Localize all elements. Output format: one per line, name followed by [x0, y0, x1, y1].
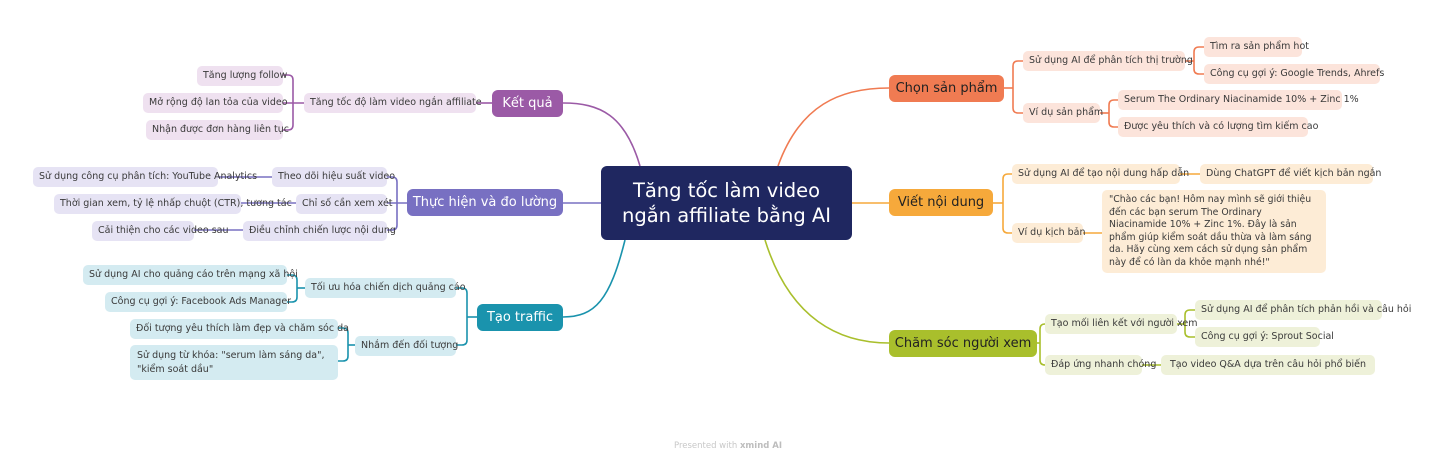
- leaf-topic-script[interactable]: "Chào các bạn! Hôm nay mình sẽ giới thiệ…: [1102, 190, 1326, 273]
- subtopic[interactable]: Theo dõi hiệu suất video: [272, 167, 395, 187]
- subtopic[interactable]: Ví dụ sản phẩm: [1023, 103, 1103, 123]
- leaf-topic[interactable]: Nhận được đơn hàng liên tục: [146, 120, 289, 140]
- subtopic[interactable]: Tạo mối liên kết với người xem: [1045, 314, 1198, 334]
- connector: [562, 102, 641, 167]
- topic-thuc-hien[interactable]: Thực hiện và đo lường: [407, 189, 563, 216]
- connector: [764, 239, 890, 344]
- leaf-topic[interactable]: Tìm ra sản phẩm hot: [1204, 37, 1309, 57]
- subtopic[interactable]: Chỉ số cần xem xét: [296, 194, 393, 214]
- subtopic[interactable]: Sử dụng AI để phân tích thị trường: [1023, 51, 1193, 71]
- leaf-topic[interactable]: Tăng lượng follow: [197, 66, 287, 86]
- footer: Presented with xmind AI: [0, 441, 1456, 451]
- leaf-topic[interactable]: Sử dụng từ khóa: "serum làm sáng da", "k…: [130, 345, 338, 380]
- leaf-topic[interactable]: Sử dụng AI để phân tích phản hồi và câu …: [1195, 300, 1411, 320]
- connector: [777, 87, 890, 167]
- connector: [562, 239, 626, 318]
- leaf-topic[interactable]: Công cụ gợi ý: Google Trends, Ahrefs: [1204, 64, 1384, 84]
- leaf-topic[interactable]: Serum The Ordinary Niacinamide 10% + Zin…: [1118, 90, 1359, 110]
- leaf-topic[interactable]: Dùng ChatGPT để viết kịch bản ngắn: [1200, 164, 1381, 184]
- subtopic[interactable]: Sử dụng AI để tạo nội dung hấp dẫn: [1012, 164, 1189, 184]
- footer-prefix: Presented with: [673, 441, 738, 451]
- subtopic[interactable]: Điều chỉnh chiến lược nội dung: [243, 221, 396, 241]
- topic-chon-san-pham[interactable]: Chọn sản phẩm: [889, 75, 1004, 102]
- topic-viet-noi-dung[interactable]: Viết nội dung: [889, 189, 993, 216]
- topic-ket-qua[interactable]: Kết quả: [492, 90, 563, 117]
- central-topic[interactable]: Tăng tốc làm video ngắn affiliate bằng A…: [601, 166, 852, 240]
- leaf-topic[interactable]: Đối tượng yêu thích làm đẹp và chăm sóc …: [130, 319, 349, 339]
- leaf-topic[interactable]: Mở rộng độ lan tỏa của video: [143, 93, 288, 113]
- leaf-topic[interactable]: Công cụ gợi ý: Sprout Social: [1195, 327, 1334, 347]
- leaf-topic[interactable]: Được yêu thích và có lượng tìm kiếm cao: [1118, 117, 1318, 137]
- subtopic[interactable]: Tăng tốc độ làm video ngắn affiliate: [304, 93, 482, 113]
- topic-cham-soc[interactable]: Chăm sóc người xem: [889, 330, 1037, 357]
- subtopic[interactable]: Đáp ứng nhanh chóng: [1045, 355, 1156, 375]
- leaf-topic[interactable]: Thời gian xem, tỷ lệ nhấp chuột (CTR), t…: [54, 194, 292, 214]
- subtopic[interactable]: Ví dụ kịch bản: [1012, 223, 1086, 243]
- subtopic[interactable]: Tối ưu hóa chiến dịch quảng cáo: [305, 278, 466, 298]
- leaf-topic[interactable]: Tạo video Q&A dựa trên câu hỏi phổ biến: [1161, 355, 1375, 375]
- leaf-topic[interactable]: Sử dụng AI cho quảng cáo trên mạng xã hộ…: [83, 265, 298, 285]
- leaf-topic[interactable]: Cải thiện cho các video sau: [92, 221, 229, 241]
- leaf-topic[interactable]: Công cụ gợi ý: Facebook Ads Manager: [105, 292, 291, 312]
- leaf-topic[interactable]: Sử dụng công cụ phân tích: YouTube Analy…: [33, 167, 257, 187]
- footer-brand[interactable]: xmind AI: [739, 441, 783, 451]
- subtopic[interactable]: Nhắm đến đối tượng: [355, 336, 458, 356]
- topic-tao-traffic[interactable]: Tạo traffic: [477, 304, 563, 331]
